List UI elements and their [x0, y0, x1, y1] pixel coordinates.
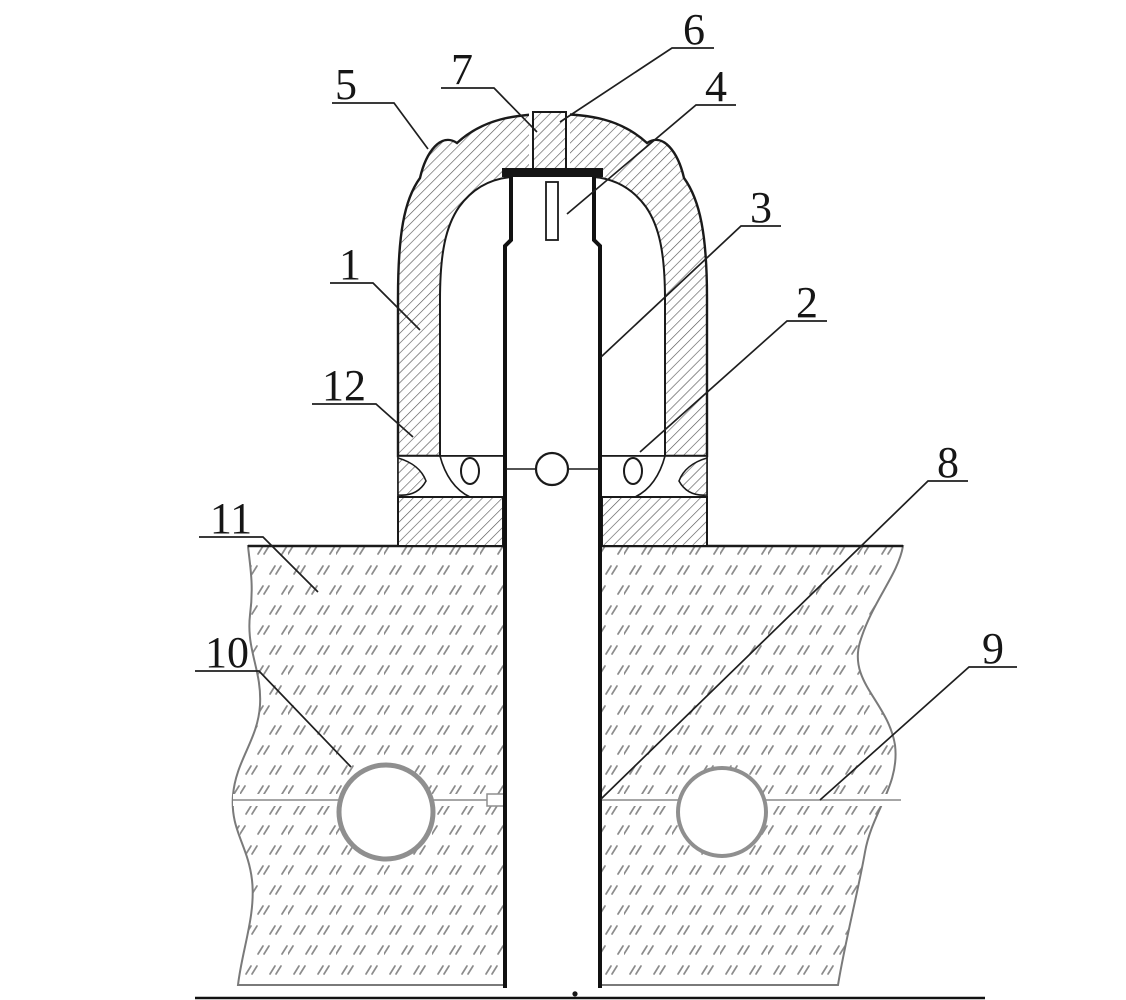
callout-label-3: 3 [750, 183, 772, 232]
callout-labels: 5 7 6 4 3 1 2 12 11 8 10 9 [205, 5, 1004, 677]
leader-line-11 [199, 536, 319, 593]
callout-label-8: 8 [937, 438, 959, 487]
tube-top-cap [502, 168, 603, 177]
left-pipe-circle [336, 762, 436, 862]
leader-line-8 [600, 480, 968, 800]
callout-label-7: 7 [451, 45, 473, 94]
left-port-hole [460, 457, 480, 485]
leader-line-6 [559, 47, 714, 123]
leader-line-9 [819, 666, 1017, 801]
callout-label-6: 6 [683, 5, 705, 54]
caption-dot: . [570, 957, 581, 1000]
leader-line-12 [312, 403, 414, 438]
right-flange-notch [678, 456, 708, 496]
callout-label-10: 10 [205, 628, 249, 677]
callout-label-5: 5 [335, 60, 357, 109]
leader-line-5 [332, 102, 429, 150]
center-tube [503, 177, 602, 988]
leader-line-1 [330, 282, 421, 331]
flange-block-right [601, 496, 708, 547]
callout-label-4: 4 [705, 62, 727, 111]
leader-lines [195, 47, 1017, 801]
leader-line-3 [600, 225, 781, 358]
inner-slot [545, 181, 559, 241]
tube-right-wall [592, 177, 602, 988]
right-pipe-circle [676, 766, 768, 858]
flange-block-left [397, 496, 504, 547]
tube-cross-hole [506, 451, 599, 487]
callout-label-11: 11 [210, 494, 252, 543]
left-flange-notch [397, 456, 427, 496]
callout-label-12: 12 [322, 361, 366, 410]
leader-line-4 [566, 104, 736, 215]
callout-label-9: 9 [982, 624, 1004, 673]
callout-label-1: 1 [339, 240, 361, 289]
right-port-hole [623, 457, 643, 485]
line-end-fitting [486, 793, 505, 807]
tube-left-wall [503, 177, 513, 988]
leader-line-10 [195, 670, 352, 768]
callout-label-2: 2 [796, 278, 818, 327]
leader-line-2 [639, 320, 827, 453]
leader-line-7 [441, 87, 538, 133]
